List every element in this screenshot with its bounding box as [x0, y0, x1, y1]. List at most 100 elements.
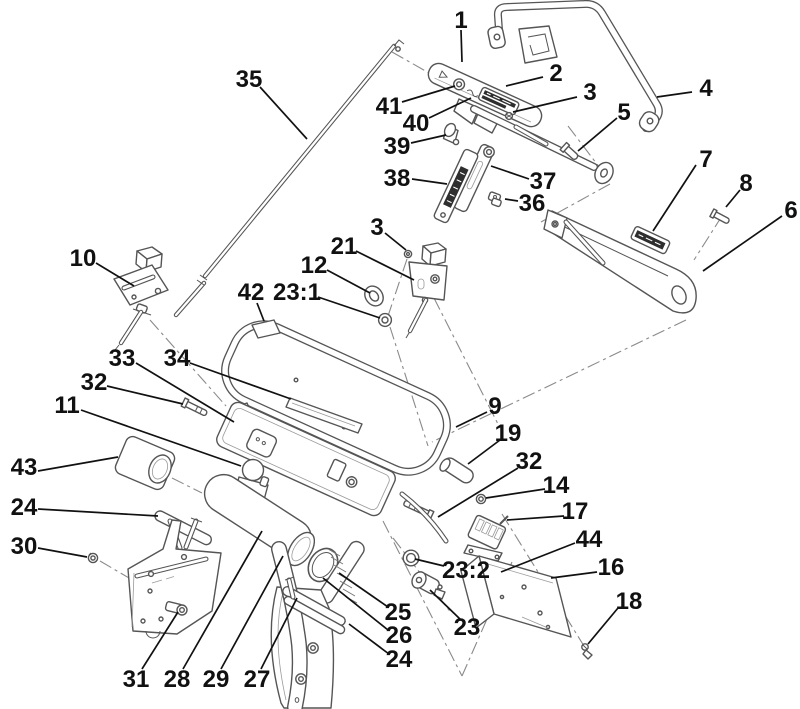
callout-33-leader — [135, 362, 235, 423]
callout-42-leader — [256, 302, 265, 322]
hitch-pin — [709, 208, 730, 224]
callout-40-leader — [428, 97, 472, 119]
handle-latch-plate — [518, 25, 558, 64]
decal-bracket — [433, 148, 479, 224]
callout-8-leader — [725, 189, 741, 208]
callout-34-leader — [189, 362, 292, 400]
interlock-switch — [463, 514, 509, 562]
console-screw — [504, 111, 514, 121]
callout-1-label: 1 — [454, 7, 467, 34]
callout-32a-leader — [106, 385, 184, 405]
callout-23:1-leader — [317, 296, 381, 319]
washer-23-2 — [402, 549, 420, 567]
callout-6-label: 6 — [784, 197, 797, 224]
shift-lever — [113, 246, 169, 351]
callout-14-leader — [485, 488, 546, 499]
callout-5-leader — [577, 117, 618, 152]
callout-12-label: 12 — [301, 252, 328, 279]
callout-5-label: 5 — [617, 99, 630, 126]
callout-7-leader — [652, 164, 697, 232]
callout-27-leader — [260, 597, 298, 670]
callout-3b-leader — [384, 232, 407, 251]
callout-23-leader — [429, 589, 462, 621]
callout-10-leader — [95, 262, 135, 287]
callout-19-leader — [467, 439, 501, 465]
panel-tray — [285, 397, 363, 434]
callout-36-leader — [504, 198, 519, 202]
callout-4-label: 4 — [699, 75, 713, 102]
callout-25-label: 25 — [385, 599, 412, 626]
callout-25-leader — [338, 572, 389, 608]
callout-28-leader — [182, 530, 263, 670]
nut-3-middle — [403, 249, 413, 259]
key-switch — [411, 571, 446, 600]
cable-clamp-upper — [154, 510, 213, 551]
axis-line — [433, 297, 501, 429]
callout-36-label: 36 — [519, 190, 546, 217]
callout-10-label: 10 — [70, 245, 97, 272]
axis-line — [389, 326, 429, 447]
bracket-bolts — [295, 642, 319, 685]
callout-41-label: 41 — [376, 93, 403, 120]
callout-2-leader — [505, 76, 544, 87]
callout-31-leader — [141, 611, 179, 670]
axis-line — [431, 319, 687, 443]
callout-31-label: 31 — [123, 666, 150, 693]
callout-3b-label: 3 — [370, 214, 383, 241]
callout-18-leader — [587, 607, 619, 645]
axis-line — [171, 477, 203, 494]
axis-line — [387, 258, 408, 317]
callout-23:2-label: 23:2 — [442, 557, 490, 584]
grommet — [364, 285, 384, 307]
callout-9-label: 9 — [488, 393, 501, 420]
console-decal — [478, 86, 520, 116]
brake-lever — [405, 242, 448, 339]
bolt-31 — [164, 601, 188, 616]
callout-4-leader — [656, 91, 693, 98]
mount-bracket-left — [127, 519, 222, 639]
callout-17-label: 17 — [562, 498, 589, 525]
callout-35-label: 35 — [236, 66, 263, 93]
ignition-pad — [246, 428, 278, 458]
cable-clamp-lower — [282, 576, 346, 635]
nut-30 — [87, 552, 99, 564]
callout-33-label: 33 — [109, 345, 136, 372]
callout-41-leader — [401, 85, 456, 103]
callout-42-label: 42 — [238, 279, 265, 306]
callout-24a-leader — [37, 508, 159, 517]
hoop-handle — [221, 320, 451, 476]
callout-23-label: 23 — [454, 614, 481, 641]
callout-3a-leader — [512, 96, 578, 113]
callout-43-leader — [37, 456, 119, 472]
callout-17-leader — [506, 515, 565, 521]
callout-6-leader — [702, 215, 783, 272]
callout-11-leader — [80, 409, 242, 467]
callout-44-leader — [500, 542, 576, 573]
callout-12-leader — [326, 269, 371, 294]
callout-44-label: 44 — [576, 526, 603, 553]
axis-line — [382, 520, 463, 677]
callout-26-leader — [322, 577, 389, 631]
lower-handle — [543, 209, 697, 314]
axis-line — [149, 319, 227, 407]
callout-1-leader — [460, 29, 463, 63]
callout-29-label: 29 — [203, 666, 230, 693]
bolt-32-upper — [180, 397, 208, 417]
callout-40-label: 40 — [403, 110, 430, 137]
small-nut-36 — [487, 191, 502, 208]
handle-bolt — [559, 141, 579, 161]
callout-39-label: 39 — [384, 133, 411, 160]
flange-nut-14 — [475, 493, 487, 505]
callout-30-leader — [37, 547, 88, 558]
nut-23-1 — [377, 312, 393, 328]
sleeve — [114, 435, 176, 491]
shift-rod — [173, 39, 405, 318]
callout-9-leader — [455, 411, 488, 428]
callout-24b-leader — [348, 623, 390, 655]
support-tube — [271, 541, 308, 709]
decal-42 — [251, 319, 281, 339]
trigger-pivot — [442, 122, 460, 146]
switch-bracket — [460, 555, 572, 638]
callout-26-label: 26 — [386, 622, 413, 649]
